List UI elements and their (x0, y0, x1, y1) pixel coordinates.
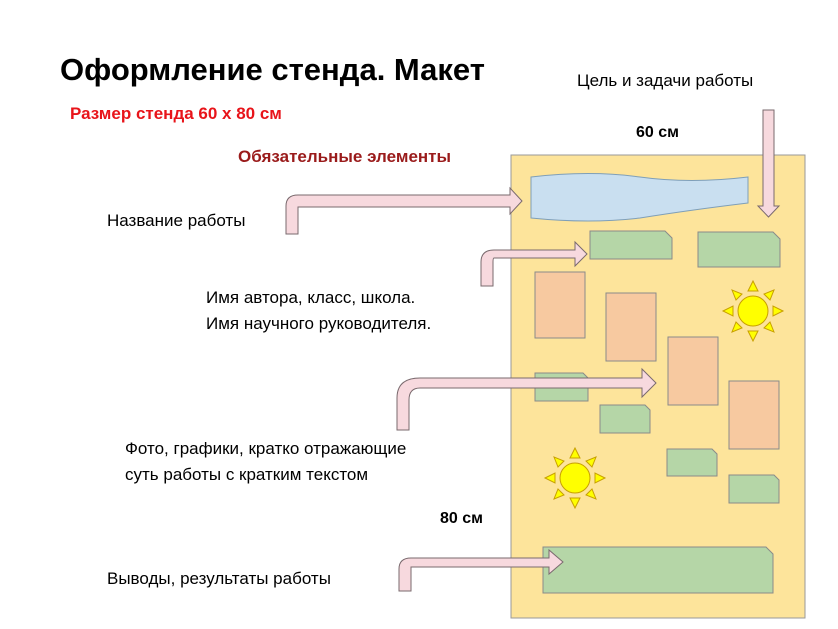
height-label: 80 см (440, 510, 483, 527)
name-arrow (285, 186, 523, 235)
green-block (666, 448, 718, 477)
goal-label: Цель и задачи работы (577, 71, 754, 90)
green-block (589, 230, 673, 260)
green-block (728, 474, 780, 504)
conclusion-arrow (398, 548, 564, 592)
sun-icon (543, 446, 607, 510)
goal-arrow (756, 109, 781, 218)
title-banner (530, 173, 749, 222)
required-elements-label: Обязательные элементы (238, 147, 452, 166)
conclusion-block (542, 546, 774, 594)
author-arrow (480, 240, 588, 287)
photo-block (534, 271, 586, 339)
photo-block (728, 380, 780, 450)
page-title: Оформление стенда. Макет (60, 52, 485, 87)
photo-line-1: Фото, графики, кратко отражающие (125, 439, 407, 458)
photo-arrow (396, 367, 657, 431)
photo-block (605, 292, 657, 362)
green-block (599, 404, 651, 434)
stand-size-label: Размер стенда 60 х 80 см (70, 104, 282, 123)
width-label: 60 см (636, 124, 679, 141)
sun-icon (721, 279, 785, 343)
name-label: Название работы (107, 211, 246, 230)
green-block (697, 231, 781, 268)
photo-block (667, 336, 719, 406)
photo-line-2: суть работы с кратким текстом (125, 465, 369, 484)
conclusion-label: Выводы, результаты работы (107, 569, 331, 588)
author-line-2: Имя научного руководителя. (206, 314, 432, 333)
author-line-1: Имя автора, класс, школа. (206, 288, 416, 307)
